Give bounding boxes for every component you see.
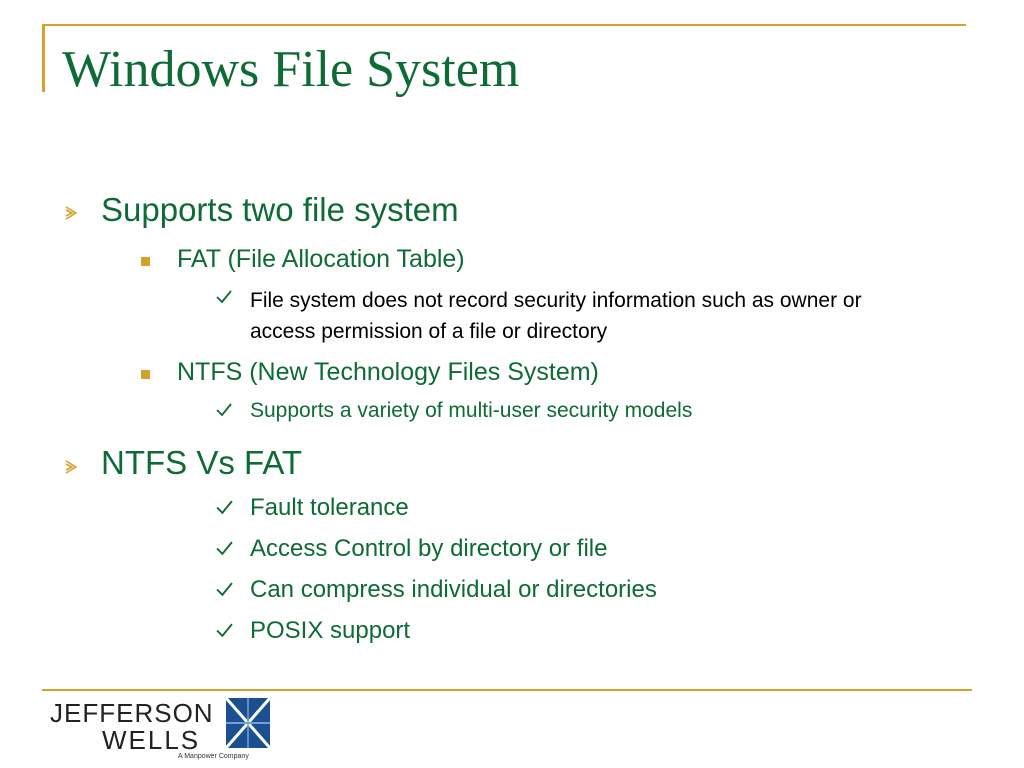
check-bullet-icon xyxy=(216,582,233,597)
check-bullet-icon xyxy=(216,623,233,638)
bullet-fat: FAT (File Allocation Table) xyxy=(177,245,465,273)
arrow-bullet-icon xyxy=(64,460,78,474)
bullet-access-control: Access Control by directory or file xyxy=(250,535,608,562)
bullet-ntfs-security-models: Supports a variety of multi-user securit… xyxy=(250,399,693,422)
frame-horizontal-rule xyxy=(42,24,966,26)
logo-emblem-icon xyxy=(224,697,272,749)
bullet-ntfs: NTFS (New Technology Files System) xyxy=(177,358,599,386)
slide-title: Windows File System xyxy=(62,41,520,98)
check-bullet-icon xyxy=(216,541,233,556)
check-bullet-icon xyxy=(216,290,232,304)
bullet-posix-support: POSIX support xyxy=(250,617,411,644)
svg-text:A Manpower Company: A Manpower Company xyxy=(178,753,249,760)
bullet-ntfs-vs-fat: NTFS Vs FAT xyxy=(101,444,303,481)
square-bullet-icon xyxy=(141,257,150,266)
bullet-fault-tolerance: Fault tolerance xyxy=(250,494,409,521)
arrow-bullet-icon xyxy=(64,206,78,220)
check-bullet-icon xyxy=(216,500,233,515)
bullet-fat-security-note: File system does not record security inf… xyxy=(250,289,862,343)
svg-text:WELLS: WELLS xyxy=(102,725,200,755)
svg-text:JEFFERSON: JEFFERSON xyxy=(50,698,214,728)
footer-rule xyxy=(42,689,972,691)
frame-vertical-rule xyxy=(42,24,45,92)
check-bullet-icon xyxy=(216,403,232,417)
bullet-supports-two-file-system: Supports two file system xyxy=(101,191,459,228)
square-bullet-icon xyxy=(141,370,150,379)
jefferson-wells-logo: JEFFERSON WELLS A Manpower Company xyxy=(50,694,280,760)
bullet-can-compress: Can compress individual or directories xyxy=(250,576,657,603)
